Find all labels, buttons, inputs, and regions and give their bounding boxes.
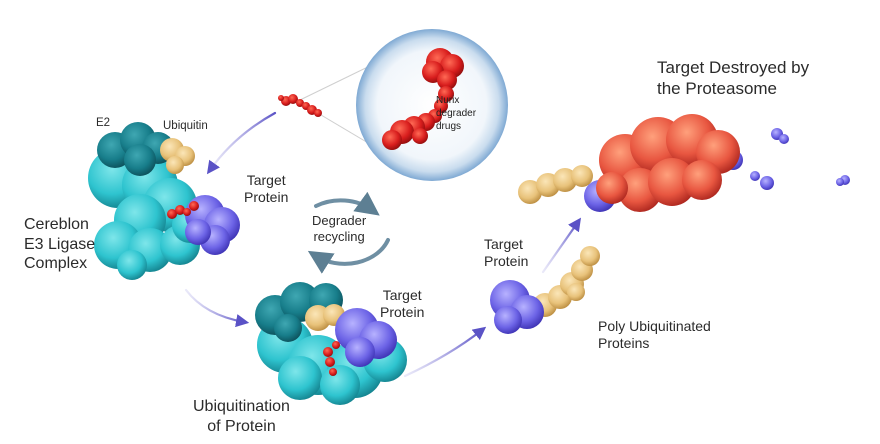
target-1-line-1: Target <box>246 172 286 188</box>
cereblon-label: Cereblon E3 Ligase Complex <box>24 215 95 274</box>
target-protein-label-1: Target Protein <box>244 172 288 206</box>
free-degrader-molecule <box>278 94 322 117</box>
poly-ubiquitinated-protein <box>490 246 600 334</box>
poly-line-2: Proteins <box>598 335 650 352</box>
poly-line-1: Poly Ubiquitinated <box>598 318 711 334</box>
degrader-bound-center <box>323 341 340 376</box>
target-protein-right <box>490 280 544 334</box>
ubiquitin-protein <box>160 138 195 174</box>
proteasome-protein <box>518 114 850 212</box>
ubiquitin-label: Ubiquitin <box>163 120 208 132</box>
target-protein-left <box>185 195 240 255</box>
poly-ubiquitinated-label: Poly Ubiquitinated Proteins <box>598 318 711 352</box>
degrader-bound-left <box>167 201 199 219</box>
degraded-fragments <box>750 128 850 190</box>
target-1-line-2: Protein <box>244 189 289 206</box>
degrader-recycling-label: Degrader recycling <box>312 213 366 245</box>
zoom-circle <box>356 29 508 181</box>
ubiquitination-label: Ubiquitination of Protein <box>193 397 290 436</box>
target-2-line-2: Protein <box>380 304 425 321</box>
ubiquitination-line-2: of Protein <box>207 417 276 435</box>
target-protein-label-3: Target Protein <box>484 236 528 270</box>
target-3-line-2: Protein <box>484 253 529 270</box>
ubiquitination-line-1: Ubiquitination <box>193 398 290 415</box>
ubiquitination-complex-protein <box>255 282 407 405</box>
degrader-molecule-closeup <box>382 48 464 150</box>
e2-label: E2 <box>96 117 111 129</box>
target-protein-center <box>335 308 397 367</box>
destroyed-line-1: Target Destroyed by <box>657 58 810 77</box>
nurix-line-2: degrader <box>436 108 477 119</box>
cereblon-line-2: E3 Ligase <box>24 235 96 253</box>
target-2-line-1: Target <box>382 287 422 303</box>
nurix-line-3: drugs <box>436 121 462 132</box>
nurix-degrader-label: Nurix degrader drugs <box>436 94 476 133</box>
recycling-line-2: recycling <box>313 228 365 244</box>
target-protein-label-2: Target Protein <box>380 287 424 321</box>
destroyed-line-2: the Proteasome <box>657 78 778 98</box>
e2-protein <box>97 122 174 176</box>
recycling-arrows <box>307 191 390 274</box>
target-destroyed-label: Target Destroyed by the Proteasome <box>657 58 809 99</box>
recycling-line-1: Degrader <box>312 213 367 228</box>
nurix-line-1: Nurix <box>436 95 460 106</box>
cereblon-line-1: Cereblon <box>24 216 89 233</box>
target-3-line-1: Target <box>484 236 523 252</box>
flow-arrows <box>184 111 582 378</box>
cereblon-complex-protein <box>88 122 240 280</box>
cereblon-line-3: Complex <box>24 255 88 273</box>
